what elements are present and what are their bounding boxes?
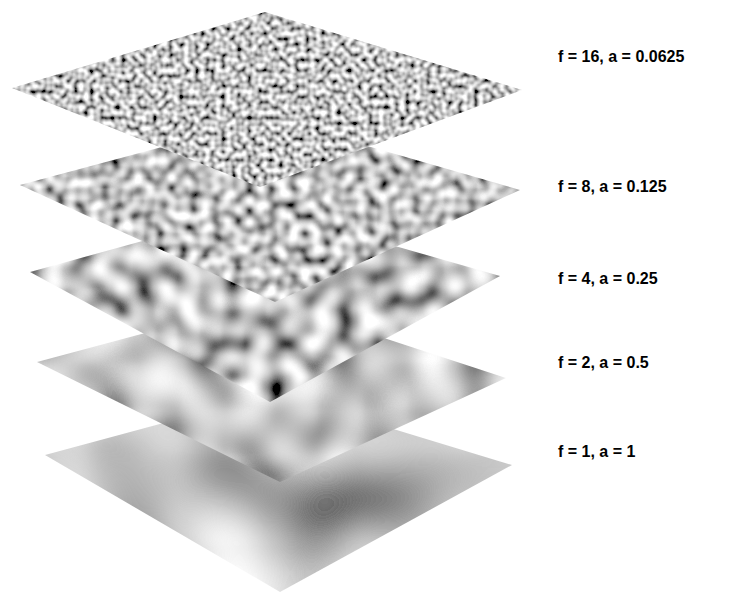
octave-label: f = 2, a = 0.5 xyxy=(558,353,649,372)
octave-label: f = 8, a = 0.125 xyxy=(558,177,667,196)
octave-label: f = 4, a = 0.25 xyxy=(558,269,658,288)
octave-label: f = 1, a = 1 xyxy=(558,442,635,461)
noise-layer xyxy=(8,8,528,193)
octave-label: f = 16, a = 0.0625 xyxy=(558,47,684,66)
